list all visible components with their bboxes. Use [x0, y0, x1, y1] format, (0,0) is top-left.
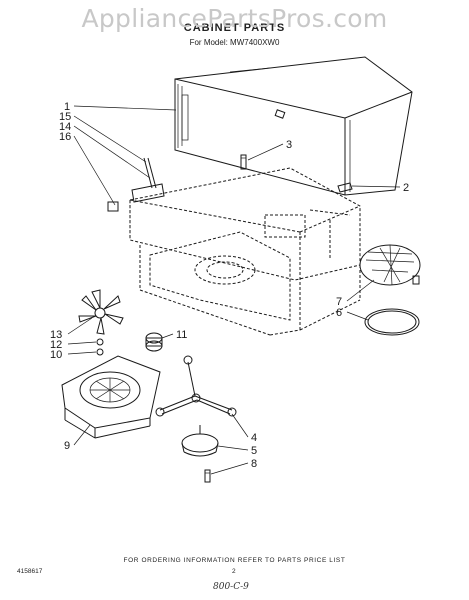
motor-screw-part: [204, 469, 211, 483]
handwritten-note: 800-C-9: [213, 582, 249, 592]
turntable-tray-part: [359, 244, 421, 286]
model-subtitle: For Model: MW7400XW0: [189, 38, 280, 47]
roller-ring-part: [364, 308, 420, 336]
turntable-motor-part: [181, 425, 219, 457]
callout-6: 6: [336, 307, 342, 319]
callout-10: 10: [50, 349, 62, 361]
callout-16: 16: [59, 131, 71, 143]
callout-4: 4: [251, 432, 257, 444]
document-number: 4158617: [17, 568, 43, 575]
hinge-part: [107, 157, 165, 212]
ordering-info-note: FOR ORDERING INFORMATION REFER TO PARTS …: [123, 557, 346, 564]
callout-7: 7: [336, 296, 342, 308]
coupling-part: [145, 332, 163, 352]
fan-blade-part: [78, 289, 124, 335]
roller-support-part: [155, 355, 237, 417]
callout-11: 11: [176, 329, 187, 341]
callout-14: 14: [59, 121, 71, 133]
washer-parts: [96, 338, 104, 356]
callout-labels: 1 15 14 16 3 2 7 6 13 12 10 11 9 4 5 8: [50, 101, 409, 470]
side-screw-part: [337, 182, 353, 193]
callout-3: 3: [286, 139, 292, 151]
callout-15: 15: [59, 111, 71, 123]
page-title: CABINET PARTS: [183, 22, 286, 34]
cabinet-frame: [129, 167, 361, 336]
leader-lines: [67, 105, 401, 475]
callout-12: 12: [50, 339, 62, 351]
callout-2: 2: [403, 182, 409, 194]
callout-5: 5: [251, 445, 257, 457]
callout-8: 8: [251, 458, 257, 470]
callout-9: 9: [64, 440, 70, 452]
callout-1: 1: [64, 101, 70, 113]
blower-housing-part: [61, 355, 161, 439]
page-number: 2: [232, 568, 236, 575]
cabinet-wrapper-part: [174, 56, 413, 196]
callout-13: 13: [50, 329, 62, 341]
screw-part: [240, 109, 286, 170]
